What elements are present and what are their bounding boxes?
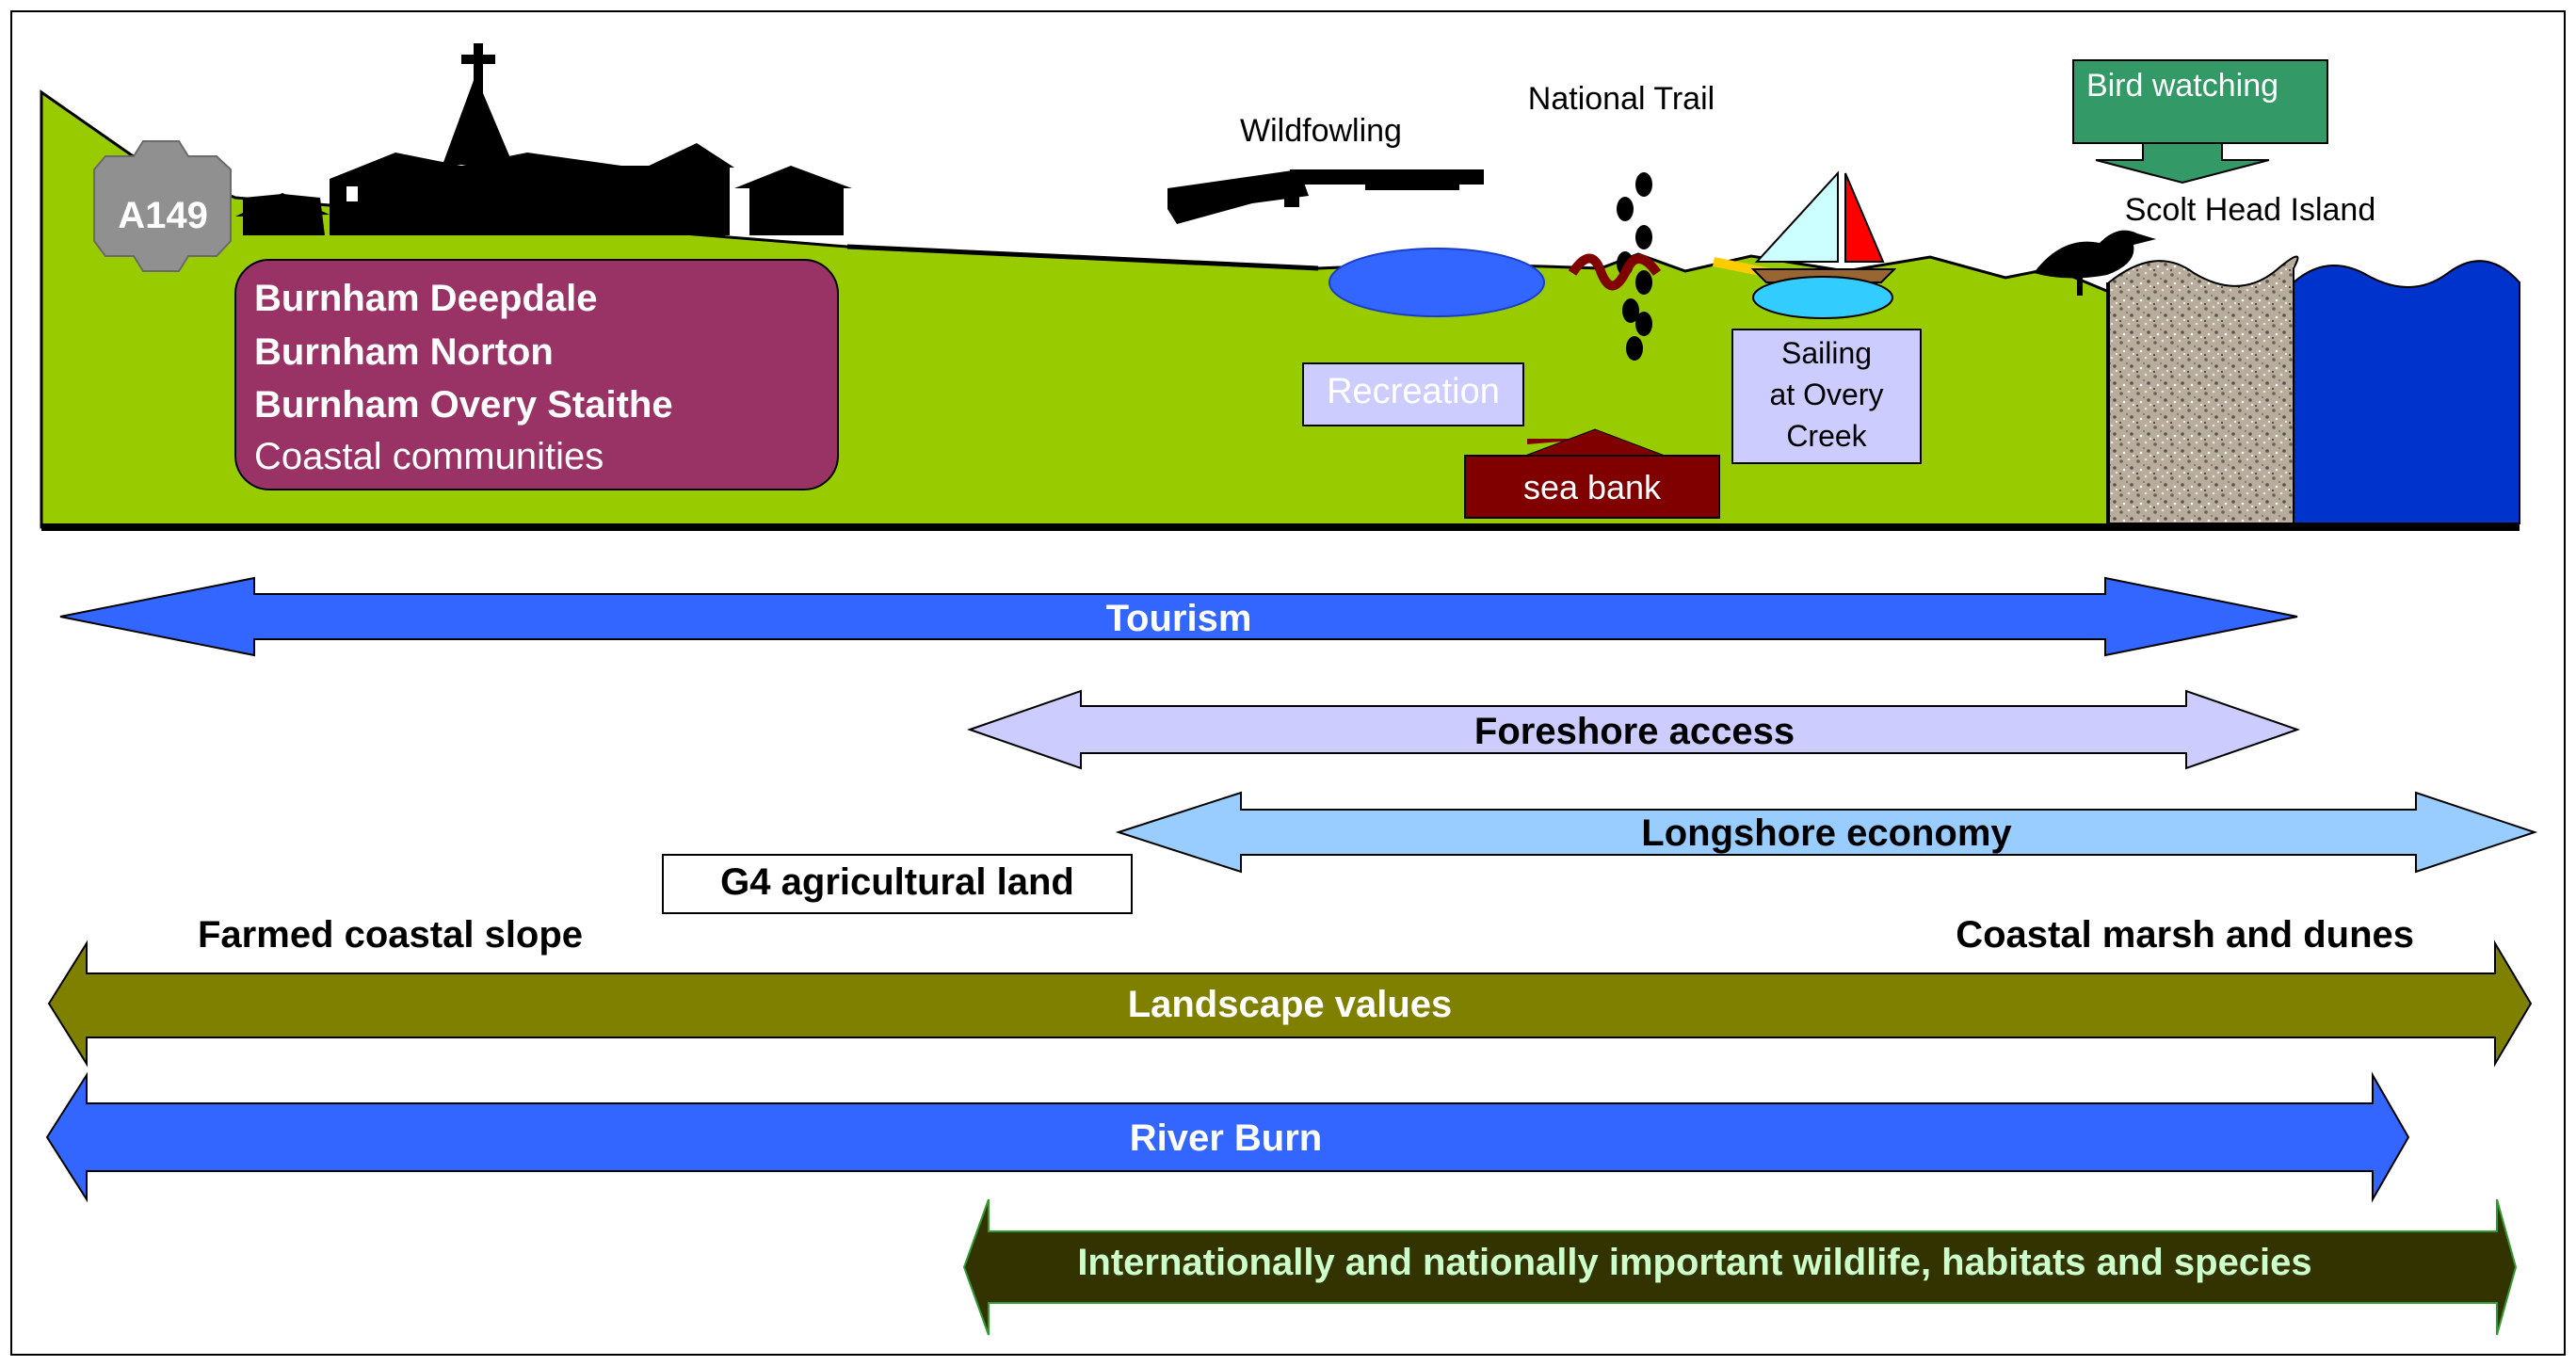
communities-caption: Coastal communities bbox=[254, 436, 604, 477]
recreation-label: Recreation bbox=[1327, 372, 1500, 411]
wildfowling-label: Wildfowling bbox=[1240, 113, 1402, 149]
road-sign-label: A149 bbox=[118, 195, 208, 236]
community-name-2: Burnham Norton bbox=[254, 331, 554, 373]
bird-watching-arrow-icon bbox=[2095, 142, 2270, 185]
shotgun-icon bbox=[1167, 169, 1484, 224]
footprints-icon bbox=[1617, 172, 1652, 361]
scolt-head-label: Scolt Head Island bbox=[2125, 192, 2376, 228]
longshore-arrow bbox=[1115, 791, 2538, 874]
landscape-label: Landscape values bbox=[1128, 984, 1453, 1025]
creek-squiggle bbox=[1568, 253, 1662, 291]
foreshore-label: Foreshore access bbox=[1474, 711, 1795, 752]
wildlife-label: Internationally and nationally important… bbox=[1077, 1242, 2311, 1283]
national-trail-label: National Trail bbox=[1528, 81, 1715, 117]
sea-bank-box bbox=[1464, 455, 1720, 519]
sailboat-icon bbox=[1750, 170, 1897, 319]
landscape-arrow bbox=[47, 940, 2533, 1068]
sea bbox=[2293, 260, 2520, 524]
g4-box bbox=[662, 854, 1133, 914]
longshore-label: Longshore economy bbox=[1641, 812, 2012, 854]
bird-watching-box bbox=[2072, 59, 2328, 144]
sailing-line-3: Creek bbox=[1786, 419, 1867, 453]
sailing-line-1: Sailing bbox=[1781, 336, 1872, 370]
road-sign-a149-icon: A149 bbox=[93, 140, 232, 272]
sailing-box bbox=[1731, 329, 1922, 464]
community-name-3: Burnham Overy Staithe bbox=[254, 384, 673, 426]
pond bbox=[1328, 248, 1545, 317]
wildlife-arrow bbox=[962, 1198, 2518, 1336]
recreation-box bbox=[1302, 362, 1524, 426]
bird-watching-label: Bird watching bbox=[2086, 68, 2278, 104]
shingle-bank bbox=[2108, 255, 2299, 524]
coastal-scene: A149 Burnham Deepdale Burnham Norton Bur… bbox=[40, 43, 2520, 531]
foreshore-arrow bbox=[966, 689, 2301, 770]
village-silhouette bbox=[235, 43, 852, 235]
tourism-arrow bbox=[59, 576, 2298, 657]
river-arrow bbox=[45, 1071, 2410, 1203]
sailing-line-2: at Overy bbox=[1770, 378, 1884, 411]
river-label: River Burn bbox=[1130, 1117, 1323, 1159]
community-name-1: Burnham Deepdale bbox=[254, 278, 598, 319]
influence-arrows: Tourism Foreshore access Longshore econo… bbox=[45, 576, 2538, 1336]
communities-box bbox=[234, 259, 839, 490]
tourism-label: Tourism bbox=[1106, 598, 1252, 639]
sea-bank-arrow-icon bbox=[1527, 439, 1659, 452]
g4-label: G4 agricultural land bbox=[720, 861, 1074, 903]
bird-icon bbox=[2034, 230, 2156, 296]
marsh-dunes-label: Coastal marsh and dunes bbox=[1956, 914, 2414, 956]
farmed-slope-label: Farmed coastal slope bbox=[198, 914, 583, 956]
sea-bank-label: sea bank bbox=[1523, 468, 1662, 506]
